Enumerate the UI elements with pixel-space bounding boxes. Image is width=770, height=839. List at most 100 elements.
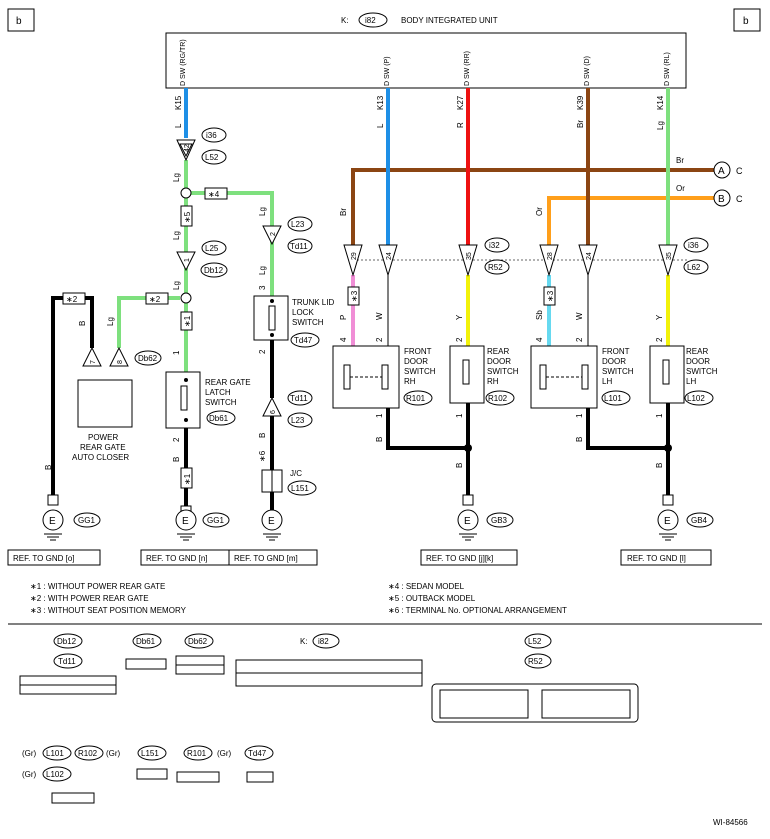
svg-text:∗3: ∗3 xyxy=(350,290,359,302)
svg-text:∗1: ∗1 xyxy=(183,473,192,485)
svg-text:2: 2 xyxy=(258,349,267,354)
svg-text:Br: Br xyxy=(339,208,348,216)
svg-text:Br: Br xyxy=(676,156,684,165)
svg-text:Lg: Lg xyxy=(172,173,181,182)
svg-text:SWITCH: SWITCH xyxy=(686,367,718,376)
svg-text:REF. TO GND [m]: REF. TO GND [m] xyxy=(234,554,298,563)
svg-text:2: 2 xyxy=(375,337,384,342)
svg-text:SWITCH: SWITCH xyxy=(205,398,237,407)
svg-text:Td11: Td11 xyxy=(290,242,308,251)
svg-text:∗4: ∗4 xyxy=(208,190,220,199)
svg-text:Td47: Td47 xyxy=(294,336,313,345)
svg-text:35: 35 xyxy=(666,252,673,260)
ground-3: E xyxy=(261,492,283,541)
svg-text:E: E xyxy=(49,516,56,527)
svg-text:W: W xyxy=(575,312,584,320)
svg-text:L101: L101 xyxy=(46,749,64,758)
svg-text:B: B xyxy=(718,194,725,205)
svg-text:2: 2 xyxy=(455,337,464,342)
svg-text:DOOR: DOOR xyxy=(602,357,626,366)
svg-text:Db12: Db12 xyxy=(57,637,77,646)
svg-text:Lg: Lg xyxy=(172,281,181,290)
svg-text:Lg: Lg xyxy=(106,317,115,326)
ground-5: E GB4 xyxy=(657,494,714,541)
svg-text:1: 1 xyxy=(172,350,181,355)
svg-text:Lg: Lg xyxy=(656,121,665,130)
svg-text:B: B xyxy=(44,465,53,470)
svg-text:Or: Or xyxy=(535,207,544,216)
svg-text:1: 1 xyxy=(655,413,664,418)
svg-text:GG1: GG1 xyxy=(78,516,95,525)
svg-text:Or: Or xyxy=(676,184,685,193)
corner-label-right: b xyxy=(733,8,761,32)
svg-text:REAR GATE: REAR GATE xyxy=(80,443,126,452)
svg-text:A: A xyxy=(718,166,725,177)
svg-text:2: 2 xyxy=(575,337,584,342)
body-integrated-unit: K: i82 BODY INTEGRATED UNIT D SW (RG/TR)… xyxy=(165,12,687,130)
svg-text:W: W xyxy=(375,312,384,320)
svg-text:D SW (P): D SW (P) xyxy=(384,56,391,86)
svg-text:Lg: Lg xyxy=(258,207,267,216)
svg-text:Db61: Db61 xyxy=(136,637,156,646)
svg-text:LH: LH xyxy=(602,377,612,386)
ground-4: E GB3 xyxy=(457,494,514,541)
svg-text:L62: L62 xyxy=(687,263,701,272)
svg-text:Td47: Td47 xyxy=(248,749,267,758)
svg-text:L: L xyxy=(376,123,385,128)
svg-text:K27: K27 xyxy=(456,95,465,110)
svg-text:B: B xyxy=(172,457,181,462)
svg-text:L102: L102 xyxy=(687,394,705,403)
svg-text:D SW (RG/TR): D SW (RG/TR) xyxy=(180,39,187,86)
svg-text:R102: R102 xyxy=(488,394,508,403)
svg-text:GB3: GB3 xyxy=(491,516,508,525)
svg-text:∗3: ∗3 xyxy=(546,290,555,302)
svg-text:i82: i82 xyxy=(365,16,376,25)
svg-text:∗6: ∗6 xyxy=(258,450,267,462)
svg-text:LH: LH xyxy=(686,377,696,386)
svg-text:Lg: Lg xyxy=(258,266,267,275)
svg-text:E: E xyxy=(664,516,671,527)
power-rear-gate-auto-closer xyxy=(77,379,133,428)
svg-text:b: b xyxy=(16,16,22,27)
component-label: POWER xyxy=(88,433,118,442)
star-2-tag-left xyxy=(62,292,86,305)
svg-text:Lg: Lg xyxy=(172,231,181,240)
star-4-tag xyxy=(204,187,228,200)
svg-text:R101: R101 xyxy=(187,749,207,758)
front-door-switch-rh: FRONT DOOR SWITCH RH R101 xyxy=(332,345,436,409)
svg-text:SWITCH: SWITCH xyxy=(404,367,436,376)
svg-text:K:: K: xyxy=(341,16,349,25)
junction-connector: J/C L151 xyxy=(261,469,317,496)
svg-text:D SW (RL): D SW (RL) xyxy=(664,52,671,86)
junction xyxy=(180,292,192,304)
star-2-tag xyxy=(145,292,169,305)
svg-text:K13: K13 xyxy=(376,95,385,110)
svg-text:D SW (RR): D SW (RR) xyxy=(464,51,471,86)
svg-text:∗2: ∗2 xyxy=(149,295,161,304)
svg-text:Td11: Td11 xyxy=(290,394,308,403)
svg-text:LATCH: LATCH xyxy=(205,388,231,397)
svg-text:1: 1 xyxy=(455,413,464,418)
svg-text:L101: L101 xyxy=(604,394,622,403)
rear-door-switch-lh: REAR DOOR SWITCH LH L102 xyxy=(649,345,718,406)
splice xyxy=(664,444,672,452)
svg-text:L23: L23 xyxy=(291,220,305,229)
svg-text:i32: i32 xyxy=(489,241,500,250)
svg-text:E: E xyxy=(268,516,275,527)
svg-text:28: 28 xyxy=(547,252,554,260)
svg-text:∗6 : TERMINAL No. OPTIONAL AR: ∗6 : TERMINAL No. OPTIONAL ARRANGEMENT xyxy=(388,606,567,615)
svg-text:AUTO CLOSER: AUTO CLOSER xyxy=(72,453,129,462)
svg-text:REAR: REAR xyxy=(686,347,708,356)
svg-text:B: B xyxy=(78,321,87,326)
svg-text:B: B xyxy=(455,463,464,468)
svg-text:4: 4 xyxy=(535,337,544,342)
svg-text:2: 2 xyxy=(270,232,277,236)
star-3-tag-rh xyxy=(347,286,360,306)
svg-text:(Gr): (Gr) xyxy=(106,749,121,758)
rear-gate-latch-switch: REAR GATE LATCH SWITCH Db61 xyxy=(165,371,251,429)
wires xyxy=(51,88,715,506)
svg-text:(Gr): (Gr) xyxy=(217,749,232,758)
svg-text:(Gr): (Gr) xyxy=(22,749,37,758)
trunk-lid-lock-switch: TRUNK LID LOCK SWITCH Td47 xyxy=(253,295,334,348)
svg-text:P: P xyxy=(339,315,348,320)
